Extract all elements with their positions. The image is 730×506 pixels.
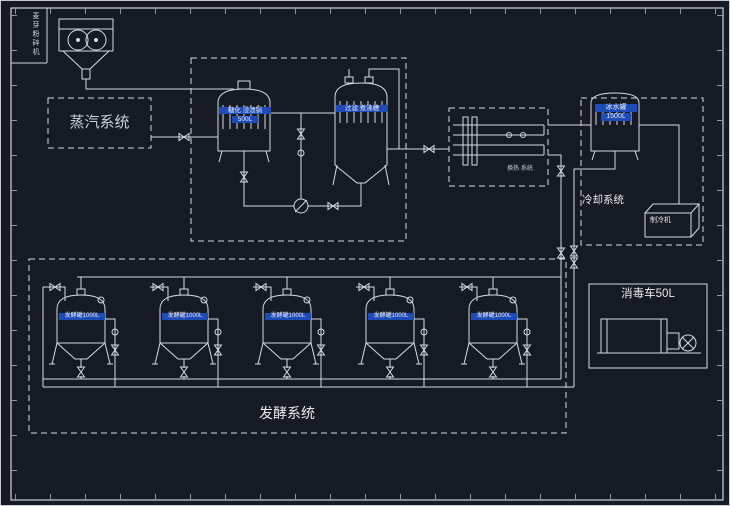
chiller-unit [644,203,701,238]
fermenter-label: 发酵罐1000L [471,313,517,320]
wort-pump [293,198,309,214]
fermenter-label: 发酵罐1000L [265,313,311,320]
mash-tank-label: 糖化 浸渍锅 [219,107,271,115]
fermenter-label: 发酵罐1000L [59,313,105,320]
fermenter-tank [47,277,119,387]
frame-ticks [11,8,723,500]
steam-system-label: 蒸汽系统 [69,114,130,131]
steam-system-box [47,97,152,149]
heat-exchange-label: 换热 系统 [507,166,533,172]
crusher-vertical-label: 麦芽粉碎机 [32,12,40,57]
cooling-system-label: 冷却系统 [582,194,624,206]
boil-tank-label: 过滤 煮沸槽 [336,105,388,113]
ice-water-tank-label: 冰水罐 [595,104,637,113]
fermenter-label: 发酵罐1000L [162,313,208,320]
fermenter-tank [356,277,428,387]
fermentation-system-label: 发酵系统 [259,405,315,421]
ice-water-tank-capacity: 1500L [601,113,631,122]
heat-exchanger-box [448,107,549,187]
fermenter-tank [150,277,222,387]
fermenter-tank [459,277,531,387]
instrument-symbol [297,149,305,157]
valves [178,128,578,269]
frame-border [10,7,724,501]
brewhouse-box [190,57,407,242]
fermenter-tank [253,277,325,387]
chiller-label: 制冷机 [650,217,671,224]
fermenter-label: 发酵罐1000L [368,313,414,320]
mash-tank-capacity: 500L [232,116,258,124]
boil-kettle [332,76,390,186]
pipe-network [42,68,680,388]
sterilize-cart-box [588,283,708,369]
fermentation-box [28,258,567,434]
crusher-machine [58,18,114,80]
sterilize-cart-label: 消毒车50L [621,288,675,300]
